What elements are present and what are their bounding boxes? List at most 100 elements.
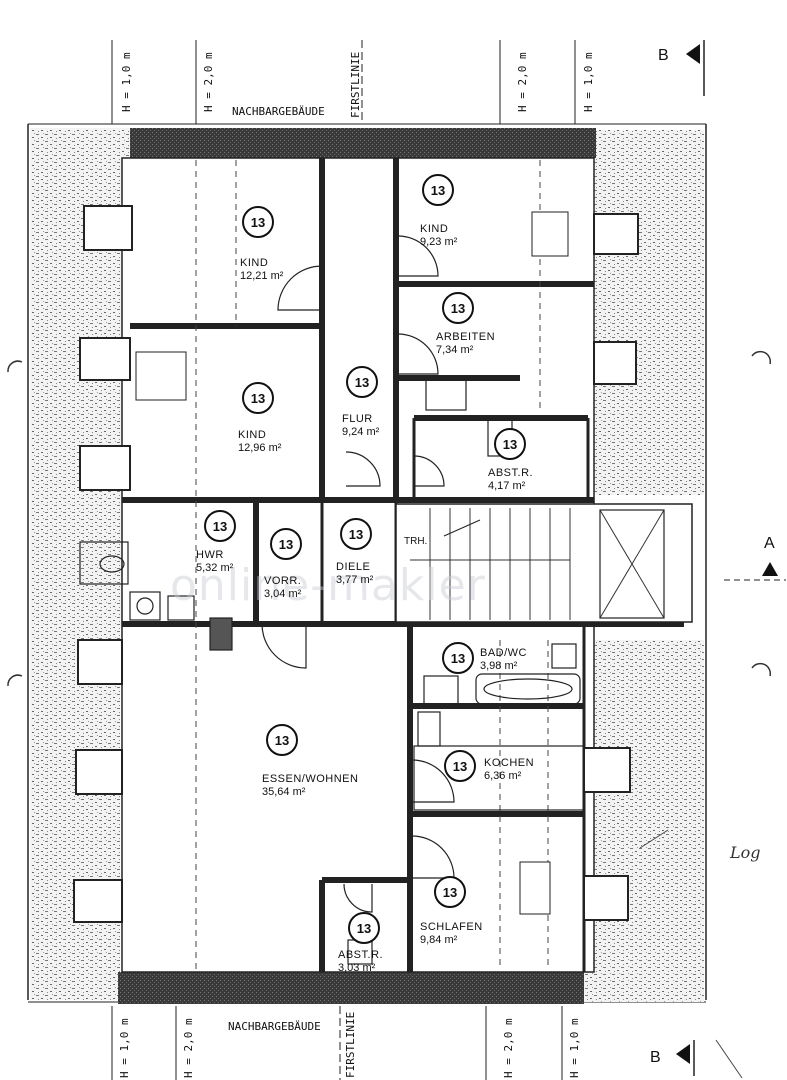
room-name: KIND bbox=[240, 257, 268, 269]
room-number-circle bbox=[204, 510, 236, 542]
room-number: 13 bbox=[279, 537, 293, 552]
room-number: 13 bbox=[275, 733, 289, 748]
neighbor-top-label: NACHBARGEBÄUDE bbox=[232, 105, 325, 118]
room-number-circle bbox=[442, 292, 474, 324]
room-name: BAD/WC bbox=[480, 647, 527, 659]
room-name: ESSEN/WOHNEN bbox=[262, 773, 358, 785]
room-number: 13 bbox=[213, 519, 227, 534]
section-b-top-label: B bbox=[658, 47, 669, 64]
dim-h2-bottom-left: H = 2,0 m bbox=[182, 1018, 195, 1078]
room-number-circle bbox=[242, 206, 274, 238]
room-name: ABST.R. bbox=[338, 949, 383, 961]
room-number-circle bbox=[266, 724, 298, 756]
roof-left-lower bbox=[30, 628, 120, 1000]
wall-top bbox=[130, 128, 596, 158]
room-number: 13 bbox=[251, 391, 265, 406]
room-number: 13 bbox=[503, 437, 517, 452]
punch-hole-left-bottom bbox=[7, 674, 23, 687]
room-name: DIELE bbox=[336, 561, 370, 573]
roof-right-upper bbox=[594, 130, 704, 495]
room-number: 13 bbox=[443, 885, 457, 900]
section-a-label: A bbox=[764, 535, 775, 552]
room-number-circle bbox=[346, 366, 378, 398]
room-area: 4,17 m² bbox=[488, 480, 526, 492]
room-area: 3,98 m² bbox=[480, 660, 518, 672]
skylights bbox=[135, 211, 569, 915]
room-name: KIND bbox=[420, 223, 448, 235]
room-area: 12,21 m² bbox=[240, 270, 284, 282]
dormers-left bbox=[73, 205, 133, 923]
dim-h1-top-left: H = 1,0 m bbox=[120, 52, 133, 112]
room-number: 13 bbox=[251, 215, 265, 230]
room-area: 3,77 m² bbox=[336, 574, 374, 586]
room-name: KOCHEN bbox=[484, 757, 534, 769]
section-b-top-arrow bbox=[686, 44, 700, 64]
dim-h2-top-left: H = 2,0 m bbox=[202, 52, 215, 112]
room-area: 9,23 m² bbox=[420, 236, 458, 248]
dim-h2-top-right: H = 2,0 m bbox=[516, 52, 529, 112]
stairwell bbox=[395, 503, 693, 623]
handwritten-annotation: Log bbox=[729, 843, 761, 862]
stairs-label: TRH. bbox=[404, 536, 427, 547]
dormers-right bbox=[583, 213, 639, 921]
door-swings bbox=[261, 235, 455, 913]
dim-h1-bottom-left: H = 1,0 m bbox=[118, 1018, 131, 1078]
room-name: SCHLAFEN bbox=[420, 921, 483, 933]
wall-bottom bbox=[118, 972, 584, 1004]
room-area: 9,84 m² bbox=[420, 934, 458, 946]
room-name: ABST.R. bbox=[488, 467, 533, 479]
section-b-bottom-label: B bbox=[650, 1049, 661, 1066]
room-number: 13 bbox=[355, 375, 369, 390]
room-area: 3,04 m² bbox=[264, 588, 302, 600]
ridge-top-label: FIRSTLINIE bbox=[349, 52, 362, 118]
room-area: 3,03 m² bbox=[338, 962, 376, 974]
room-number: 13 bbox=[453, 759, 467, 774]
room-number-circle bbox=[422, 174, 454, 206]
room-number-circle bbox=[494, 428, 526, 460]
slope-lines bbox=[195, 160, 549, 970]
roof-right-lower bbox=[584, 640, 704, 1002]
punch-hole-right-top bbox=[751, 350, 772, 365]
room-number-circle bbox=[444, 750, 476, 782]
room-name: FLUR bbox=[342, 413, 373, 425]
dim-h2-bottom-right: H = 2,0 m bbox=[502, 1018, 515, 1078]
punch-hole-left-top bbox=[7, 360, 23, 373]
dim-h1-bottom-right: H = 1,0 m bbox=[568, 1018, 581, 1078]
room-number: 13 bbox=[431, 183, 445, 198]
room-badwc: 13 BAD/WC3,98 m² bbox=[442, 642, 527, 674]
watermark: online-makler bbox=[170, 560, 486, 611]
room-area: 9,24 m² bbox=[342, 426, 380, 438]
punch-hole-right-bottom bbox=[751, 662, 772, 677]
room-name: VORR. bbox=[264, 575, 301, 587]
annotation-arrow bbox=[639, 829, 669, 849]
room-area: 6,36 m² bbox=[484, 770, 522, 782]
room-number-circle bbox=[442, 642, 474, 674]
room-name: KIND bbox=[238, 429, 266, 441]
room-number-circle bbox=[242, 382, 274, 414]
fixtures bbox=[79, 379, 585, 965]
section-a-arrow bbox=[762, 562, 778, 576]
ridge-bottom-label: FIRSTLINIE bbox=[344, 1012, 357, 1078]
room-number: 13 bbox=[451, 651, 465, 666]
room-number: 13 bbox=[357, 921, 371, 936]
room-area: 12,96 m² bbox=[238, 442, 282, 454]
room-number-circle bbox=[434, 876, 466, 908]
dim-h1-top-right: H = 1,0 m bbox=[582, 52, 595, 112]
room-number-circle bbox=[340, 518, 372, 550]
room-number: 13 bbox=[451, 301, 465, 316]
